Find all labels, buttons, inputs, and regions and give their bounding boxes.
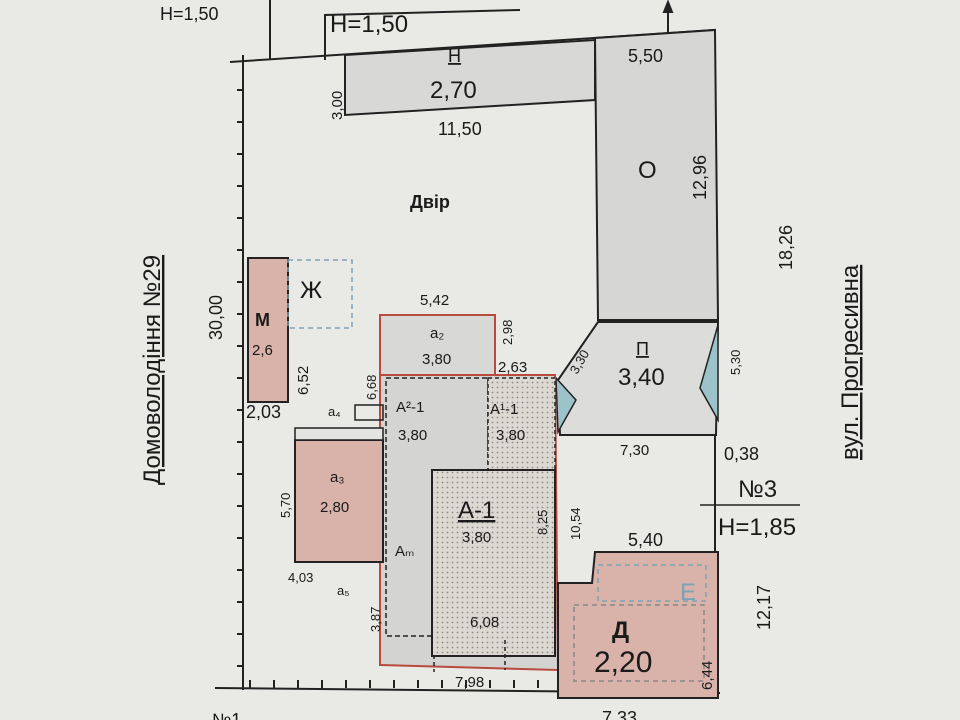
- yard-label: Двір: [410, 192, 450, 212]
- a3-side: 5,70: [278, 493, 293, 518]
- boundary-ticks: [237, 89, 539, 688]
- right-street-label: вул. Прогресивна: [837, 264, 864, 460]
- o-length: 12,96: [690, 155, 710, 200]
- bottom-dim: 7,33: [602, 708, 637, 720]
- building-a4: [354, 404, 384, 421]
- neighbor-height: Н=1,85: [718, 514, 796, 541]
- building-a3: [294, 439, 384, 563]
- building-m: [247, 257, 289, 403]
- a3-letter: а₃: [330, 469, 344, 486]
- a-1-side: 8,25: [535, 510, 550, 535]
- building-o: [593, 28, 720, 321]
- a1-1-letter: А¹-1: [490, 401, 518, 418]
- left-street-label: Домоволодіння №29: [139, 255, 166, 485]
- building-d-inner: [573, 604, 705, 682]
- o-width: 5,50: [628, 46, 663, 66]
- a3-width: 4,03: [288, 570, 313, 585]
- p-length: 7,30: [620, 442, 649, 459]
- m-width: 2,03: [246, 402, 281, 422]
- neighbor-number: №3: [738, 476, 777, 503]
- a5-letter: а₅: [337, 583, 349, 598]
- n-length: 11,50: [438, 119, 482, 139]
- d-height: 2,20: [594, 646, 652, 679]
- a2-1-side: 6,68: [364, 375, 379, 400]
- o-letter: О: [638, 157, 657, 184]
- a-1-right-dim: 10,54: [568, 507, 583, 540]
- fence-height-left: Н=1,50: [160, 4, 219, 24]
- building-a1-1: [487, 377, 556, 471]
- a2-height: 3,80: [422, 351, 451, 368]
- a-1-letter: А-1: [458, 497, 495, 524]
- a2-width: 5,42: [420, 292, 449, 309]
- entrance-right: [699, 324, 719, 423]
- p-side: 5,30: [728, 350, 743, 375]
- a3-height: 2,80: [320, 499, 349, 516]
- am-letter: Аₘ: [395, 543, 414, 560]
- p-letter: П: [636, 339, 649, 359]
- building-p: [556, 321, 720, 436]
- a4-letter: а₄: [328, 404, 341, 419]
- d-width: 5,40: [628, 530, 663, 550]
- d-letter: Д: [612, 617, 629, 644]
- e-letter: Е: [680, 579, 696, 606]
- a1-1-side: 2,63: [498, 359, 527, 376]
- bottom-main-dim: 7,98: [455, 674, 484, 691]
- a2-1-letter: А²-1: [396, 399, 424, 416]
- p-height: 3,40: [618, 364, 665, 391]
- a2-side: 2,98: [500, 320, 515, 345]
- right-lower-dim: 12,17: [754, 585, 774, 630]
- building-a2: [379, 314, 496, 376]
- right-total-dim: 18,26: [776, 225, 796, 270]
- entrance-left: [555, 375, 577, 435]
- a5-side: 3,87: [368, 607, 383, 632]
- building-zh: [287, 259, 353, 329]
- bottom-left-number: №1: [212, 710, 241, 720]
- n-letter: Н: [448, 46, 461, 66]
- zh-letter: Ж: [300, 277, 322, 304]
- building-a-1: [431, 469, 556, 657]
- m-letter: М: [255, 310, 270, 330]
- a2-1-height: 3,80: [398, 427, 427, 444]
- m-length: 6,52: [295, 366, 312, 395]
- n-width: 3,00: [329, 91, 346, 120]
- a-1-height: 3,80: [462, 529, 491, 546]
- building-e: [597, 564, 707, 602]
- step-a3: [294, 427, 384, 441]
- fence-height-top: Н=1,50: [330, 11, 408, 38]
- d-side: 6,44: [699, 661, 716, 690]
- neighbor-offset: 0,38: [724, 444, 759, 464]
- m-height: 2,6: [252, 342, 273, 359]
- a-1-length: 6,08: [470, 614, 499, 631]
- n-height: 2,70: [430, 77, 477, 104]
- a2-letter: а₂: [430, 325, 444, 342]
- left-total-dim: 30,00: [206, 295, 226, 340]
- a1-1-height: 3,80: [496, 427, 525, 444]
